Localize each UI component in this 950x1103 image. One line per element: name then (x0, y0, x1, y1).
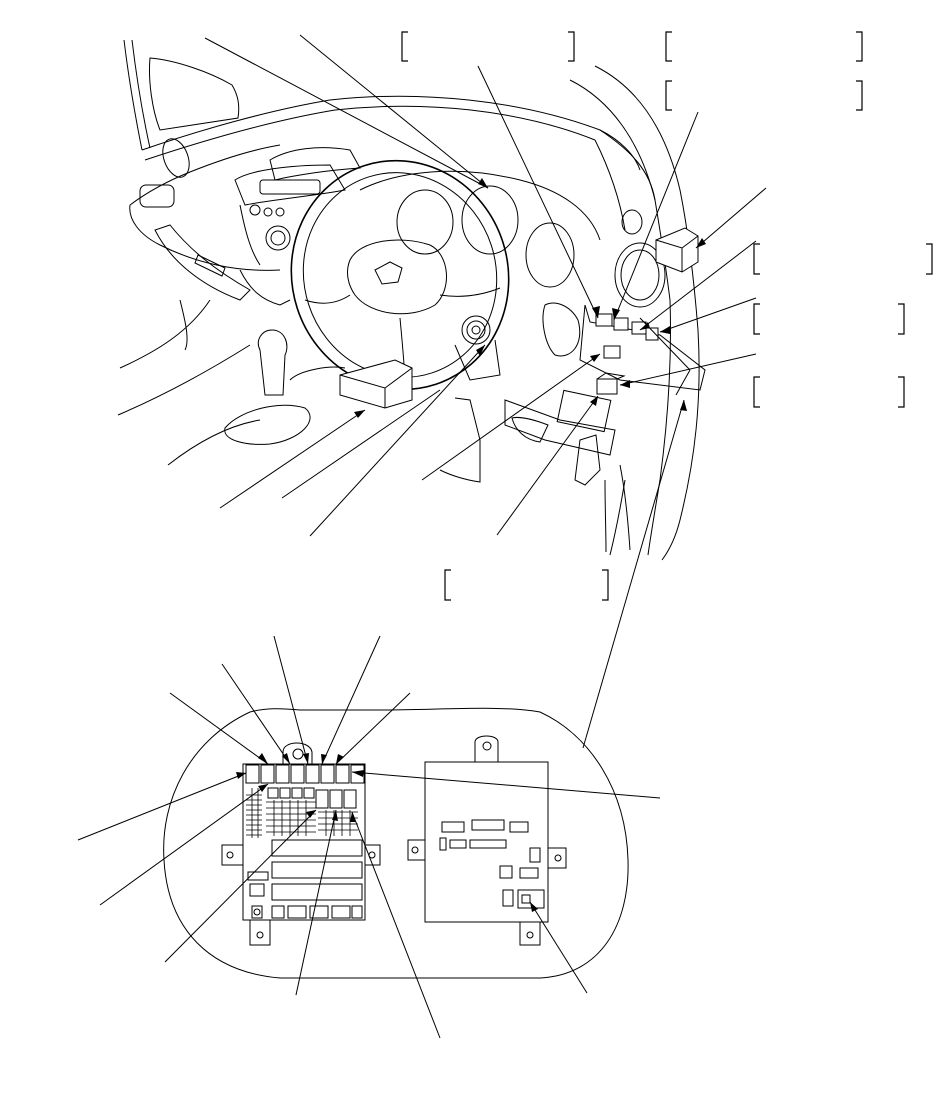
label-bracket-1 (401, 31, 575, 62)
label-bracket-5 (753, 303, 905, 335)
fuse-box-detail (77, 635, 661, 1039)
leader-lines-top (204, 34, 767, 749)
label-bracket-2 (665, 31, 863, 62)
fuse-box-rear-view (407, 735, 567, 946)
label-bracket-3 (665, 80, 863, 111)
under-dash-fuse-box (221, 742, 381, 946)
label-bracket-4 (753, 243, 933, 275)
label-brackets (401, 31, 933, 601)
label-bracket-7 (444, 569, 609, 601)
label-bracket-6 (753, 376, 905, 408)
dashboard-illustration (117, 39, 706, 561)
leader-lines-bottom (77, 635, 661, 1039)
